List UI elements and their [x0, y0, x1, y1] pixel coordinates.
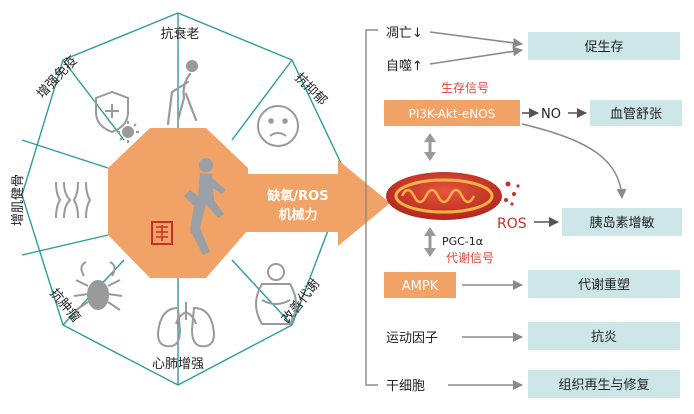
ampk-label: AMPK [402, 279, 439, 294]
elderly-person-icon [166, 60, 198, 126]
arrow-label-line2: 机械力 [278, 207, 317, 223]
ros-label: ROS [497, 216, 527, 232]
apoptosis-label: 凋亡↓ [386, 26, 423, 41]
outcome-box-remodeling [528, 270, 680, 298]
segment-label-cardiopulmonary: 心肺增强 [152, 357, 204, 372]
segment-label-muscle-bone: 增肌健骨 [11, 174, 26, 226]
outline-bracket [365, 29, 378, 386]
segment-label-anti-aging: 抗衰老 [160, 26, 199, 42]
outcome-regeneration: 组织再生与修复 [558, 378, 649, 393]
outcome-box-vasodilation [590, 100, 682, 126]
pi3k-label: PI3K-Akt-eNOS [409, 107, 496, 121]
center-octagon [108, 128, 248, 278]
bidirectional-arrow-top [424, 133, 436, 161]
obese-body-icon [255, 263, 297, 325]
crab-tumor-icon [73, 261, 123, 311]
exerkines-label: 运动因子 [386, 331, 438, 346]
arrow-label-line1: 缺氧/ROS [266, 188, 328, 204]
no-label: NO [541, 107, 561, 122]
outcome-vasodilation: 血管舒张 [610, 107, 662, 122]
bidirectional-arrow-bottom [424, 227, 436, 257]
survival-signal-label: 生存信号 [441, 81, 489, 95]
shield-virus-icon [95, 90, 139, 143]
ampk-box [384, 272, 456, 298]
outcome-box-anti-inflammation [528, 322, 680, 350]
outcome-box-survival [528, 32, 680, 60]
outcome-box-regeneration [528, 370, 680, 398]
pi3k-box [384, 100, 520, 126]
mitochondria-icon [386, 172, 520, 220]
outcome-survival: 促生存 [584, 40, 623, 55]
outcome-box-insulin [562, 208, 682, 236]
autophagy-label: 自噬↑ [386, 59, 423, 74]
outcome-anti-inflammation: 抗炎 [591, 330, 617, 345]
stem-cells-label: 干细胞 [386, 379, 425, 394]
stimulus-arrow [244, 160, 390, 246]
lungs-heart-icon [156, 302, 216, 348]
outcome-remodeling: 代谢重塑 [578, 277, 630, 293]
sad-face-icon [257, 105, 299, 147]
metabolic-signal-label: 代谢信号 [446, 250, 494, 265]
outcome-insulin: 胰岛素增敏 [589, 215, 654, 231]
runner-icon [184, 158, 226, 255]
pgc-label: PGC-1α [442, 235, 483, 248]
red-seal-icon [151, 221, 173, 245]
knee-joint-icon [55, 181, 92, 219]
